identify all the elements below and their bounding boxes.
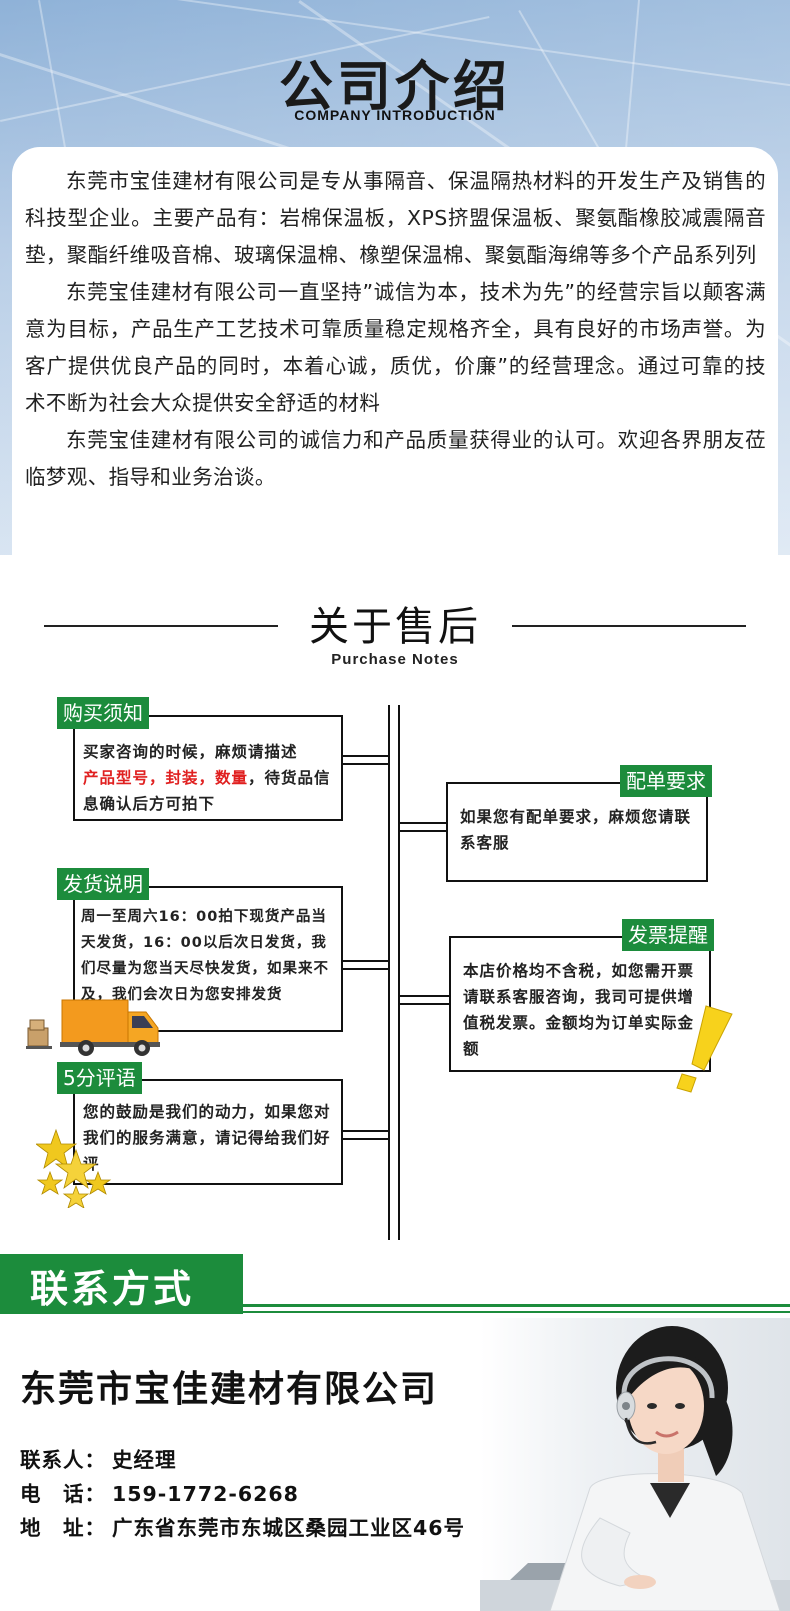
note-box-order: 如果您有配单要求，麻烦您请联系客服 xyxy=(446,782,708,882)
contact-title: 联系方式 xyxy=(30,1267,195,1311)
contact-rule xyxy=(243,1304,790,1307)
note-box-buy: 买家咨询的时候，麻烦请描述 产品型号，封装，数量，待货品信息确认后方可拍下 xyxy=(73,715,343,821)
exclamation-icon xyxy=(676,1005,733,1093)
contact-row-person: 联系人：史经理 xyxy=(20,1443,177,1473)
contact-value[interactable]: 159-1772-6268 xyxy=(112,1482,299,1506)
contact-rule xyxy=(0,1311,790,1313)
intro-subtitle: COMPANY INTRODUCTION xyxy=(294,107,496,123)
contact-header-bar xyxy=(0,1254,243,1314)
contact-label: 联系人： xyxy=(20,1448,106,1472)
intro-paragraph: 东莞市宝佳建材有限公司是专从事隔音、保温隔热材料的开发生产及销售的科技型企业。主… xyxy=(25,169,766,267)
note-text: 买家咨询的时候，麻烦请描述 xyxy=(83,743,298,761)
truck-icon xyxy=(26,999,160,1056)
company-intro-section: 公司介绍 COMPANY INTRODUCTION 东莞市宝佳建材有限公司是专从… xyxy=(0,0,790,555)
connector xyxy=(400,995,449,1005)
connector xyxy=(400,822,446,832)
note-text: 您的鼓励是我们的动力，如果您对我们的服务满意，请记得给我们好评 xyxy=(83,1103,331,1173)
note-tag-invoice: 发票提醒 xyxy=(622,919,714,951)
note-tag-ship: 发货说明 xyxy=(57,868,149,900)
note-box-invoice: 本店价格均不含税，如您需开票请联系客服咨询，我司可提供增值税发票。金额均为订单实… xyxy=(449,936,711,1072)
note-text: 本店价格均不含税，如您需开票请联系客服咨询，我司可提供增值税发票。金额均为订单实… xyxy=(463,962,695,1058)
purchase-subtitle: Purchase Notes xyxy=(331,651,459,668)
contact-row-address: 地 址：广东省东莞市东城区桑园工业区46号 xyxy=(20,1511,465,1541)
note-tag-order: 配单要求 xyxy=(620,765,712,797)
note-box-ship: 周一至周六16：00拍下现货产品当天发货，16：00以后次日发货，我们尽量为您当… xyxy=(73,886,343,1032)
note-text: 周一至周六16：00拍下现货产品当天发货，16：00以后次日发货，我们尽量为您当… xyxy=(81,909,329,1003)
contact-value: 史经理 xyxy=(112,1448,177,1472)
connector xyxy=(343,960,388,970)
purchase-title: 关于售后 xyxy=(309,604,481,650)
note-highlight: 产品型号，封装，数量 xyxy=(83,769,249,787)
note-tag-review: 5分评语 xyxy=(57,1062,142,1094)
title-rule-right xyxy=(512,625,746,627)
intro-title: 公司介绍 xyxy=(279,55,511,118)
intro-paragraph: 东莞宝佳建材有限公司的诚信力和产品质量获得业的认可。欢迎各界朋友莅临梦观、指导和… xyxy=(25,428,766,489)
contact-label: 地 址： xyxy=(20,1516,106,1540)
note-text: 如果您有配单要求，麻烦您请联系客服 xyxy=(460,808,692,852)
title-rule-left xyxy=(44,625,278,627)
headset-agent-image xyxy=(480,1318,790,1611)
connector xyxy=(343,755,388,765)
contact-value: 广东省东莞市东城区桑园工业区46号 xyxy=(112,1516,466,1540)
stars-icon xyxy=(36,1128,112,1208)
note-text: ，待货品信息确认后方可拍下 xyxy=(83,769,331,813)
connector xyxy=(343,1130,388,1140)
note-box-review: 您的鼓励是我们的动力，如果您对我们的服务满意，请记得给我们好评 xyxy=(73,1079,343,1185)
company-name: 东莞市宝佳建材有限公司 xyxy=(20,1369,439,1410)
contact-row-phone: 电 话：159-1772-6268 xyxy=(20,1477,299,1507)
contact-label: 电 话： xyxy=(20,1482,106,1506)
intro-text-card: 东莞市宝佳建材有限公司是专从事隔音、保温隔热材料的开发生产及销售的科技型企业。主… xyxy=(12,147,778,555)
intro-paragraph: 东莞宝佳建材有限公司一直坚持”诚信为本，技术为先”的经营宗旨以颠客满意为目标，产… xyxy=(25,280,766,415)
note-tag-buy: 购买须知 xyxy=(57,697,149,729)
timeline-trunk xyxy=(388,705,400,1240)
